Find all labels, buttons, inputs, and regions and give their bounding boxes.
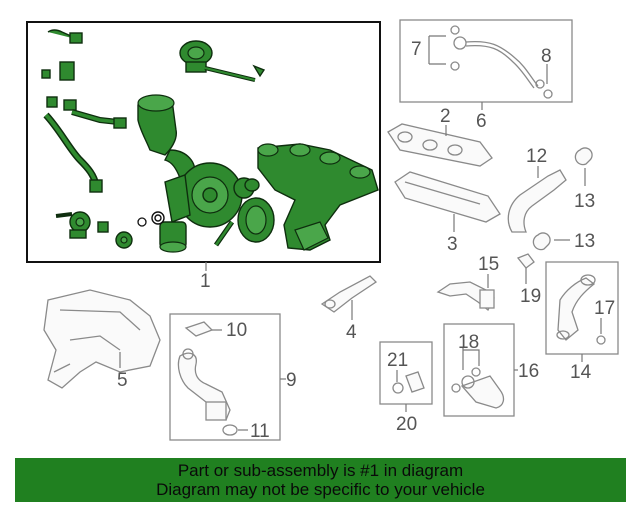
- assembly-1-frame: [26, 21, 381, 263]
- callout-6: 6: [476, 111, 487, 132]
- coolant-pipe-part-7[interactable]: [450, 25, 545, 89]
- washer-part-8[interactable]: [543, 89, 553, 99]
- turbo-gasket-part-3[interactable]: [394, 171, 501, 223]
- callout-16: 16: [518, 361, 539, 382]
- banner-line-1: Part or sub-assembly is #1 in diagram: [177, 461, 464, 480]
- callout-8: 8: [541, 46, 552, 67]
- assembly-notice-banner: Part or sub-assembly is #1 in diagram Di…: [15, 458, 626, 502]
- clamp-part-13-upper[interactable]: [574, 147, 593, 166]
- callout-6-frame: [399, 19, 573, 103]
- callout-10: 10: [226, 320, 247, 341]
- manifold-gasket-part-2[interactable]: [387, 123, 493, 167]
- washer-part-21[interactable]: [392, 382, 404, 394]
- washer-part-18[interactable]: [471, 367, 481, 377]
- callout-17: 17: [594, 298, 615, 319]
- callout-5: 5: [117, 370, 128, 391]
- callout-3: 3: [447, 234, 458, 255]
- callout-19: 19: [520, 286, 541, 307]
- callout-9: 9: [286, 370, 297, 391]
- washer-part-11[interactable]: [222, 424, 238, 436]
- callout-14: 14: [570, 362, 592, 383]
- callout-13-lower: 13: [574, 231, 595, 252]
- callout-4: 4: [346, 322, 357, 343]
- callout-11: 11: [250, 421, 270, 442]
- oil-feed-pipe-part-9[interactable]: [177, 321, 231, 421]
- callout-20: 20: [396, 414, 417, 435]
- exploded-parts-diagram: 1 7 8 6 2 3 12 13 13 4 15 19: [26, 19, 619, 442]
- fitting-part-19[interactable]: [516, 253, 535, 269]
- return-pipe-part-16[interactable]: [451, 375, 505, 409]
- callout-21: 21: [387, 350, 408, 371]
- heat-shield-part-5[interactable]: [43, 289, 161, 389]
- callout-12: 12: [526, 146, 547, 167]
- callout-9-frame: [169, 313, 281, 441]
- washer-part-17[interactable]: [596, 335, 606, 345]
- callout-1: 1: [200, 271, 211, 292]
- callout-15: 15: [478, 254, 499, 275]
- callout-18: 18: [458, 332, 479, 353]
- clamp-part-13-lower[interactable]: [532, 232, 551, 251]
- banner-line-2: Diagram may not be specific to your vehi…: [156, 480, 485, 499]
- turbocharger-assembly[interactable]: [41, 29, 379, 253]
- water-pipe-part-14[interactable]: [556, 274, 596, 341]
- fitting-part-20[interactable]: [405, 371, 425, 393]
- hose-part-12[interactable]: [507, 169, 567, 233]
- callout-13-upper: 13: [574, 191, 595, 212]
- bracket-part-4[interactable]: [320, 275, 378, 313]
- callout-7: 7: [411, 39, 422, 60]
- callout-2: 2: [440, 106, 451, 127]
